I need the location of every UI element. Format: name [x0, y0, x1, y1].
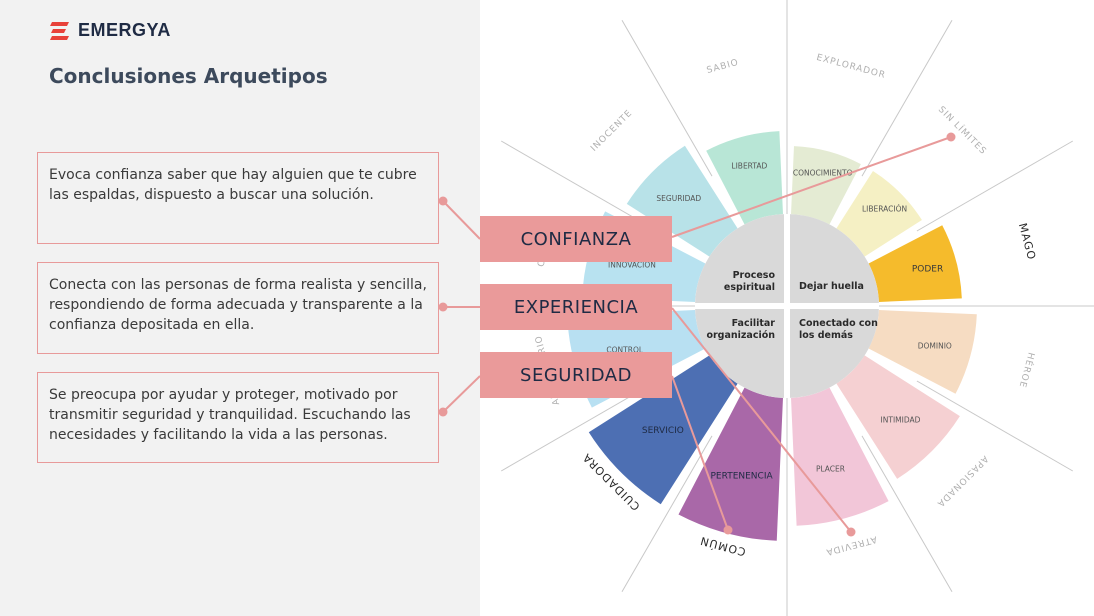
archetype-label: HÉROE	[1017, 351, 1038, 389]
segment-label: PLACER	[816, 464, 845, 473]
logo-icon	[50, 21, 69, 40]
logo-text: EMERGYA	[78, 20, 171, 40]
segment-label: INTIMIDAD	[881, 415, 921, 424]
archetype-label: MAGO	[1016, 222, 1038, 262]
divider-line	[861, 19, 953, 177]
segment-label: SEGURIDAD	[656, 194, 701, 203]
segment-label: LIBERACIÓN	[862, 204, 907, 213]
archetype-label: INOCENTE	[589, 108, 635, 154]
segment-poder	[868, 225, 962, 302]
tag-seguridad: SEGURIDAD	[480, 352, 672, 398]
divider-line	[621, 19, 713, 177]
tag-confianza: CONFIANZA	[480, 216, 672, 262]
segment-label: SERVICIO	[642, 426, 684, 436]
archetype-label: SIN LÍMITES	[936, 103, 990, 157]
archetype-label: EXPLORADOR	[815, 53, 887, 81]
tag-experiencia: EXPERIENCIA	[480, 284, 672, 330]
page-title: Conclusiones Arquetipos	[49, 64, 328, 88]
quadrant-label: Dejar huella	[799, 281, 864, 292]
divider-line	[861, 435, 953, 593]
segment-label: CONTROL	[606, 345, 643, 354]
experiencia-description: Conecta con las personas de forma realis…	[37, 262, 439, 354]
confianza-description: Evoca confianza saber que hay alguien qu…	[37, 152, 439, 244]
archetype-label: ATREVIDA	[824, 533, 877, 556]
segment-label: INNOVACIÓN	[608, 260, 656, 269]
seguridad-description: Se preocupa por ayudar y proteger, motiv…	[37, 372, 439, 463]
logo: EMERGYA	[50, 20, 171, 41]
segment-dominio	[868, 310, 977, 394]
archetype-label: SABIO	[706, 58, 740, 76]
archetype-label: COMÚN	[698, 534, 747, 559]
segment-intimidad	[836, 355, 960, 479]
segment-label: DOMINIO	[918, 342, 952, 351]
segment-label: PODER	[912, 264, 943, 274]
divider-line	[916, 380, 1074, 472]
segment-label: PERTENENCIA	[710, 472, 773, 482]
segment-label: LIBERTAD	[731, 161, 767, 170]
archetype-label: APASIONADA	[934, 453, 989, 508]
segment-label: CONOCIMIENTO	[793, 169, 853, 178]
divider-line	[916, 140, 1074, 232]
